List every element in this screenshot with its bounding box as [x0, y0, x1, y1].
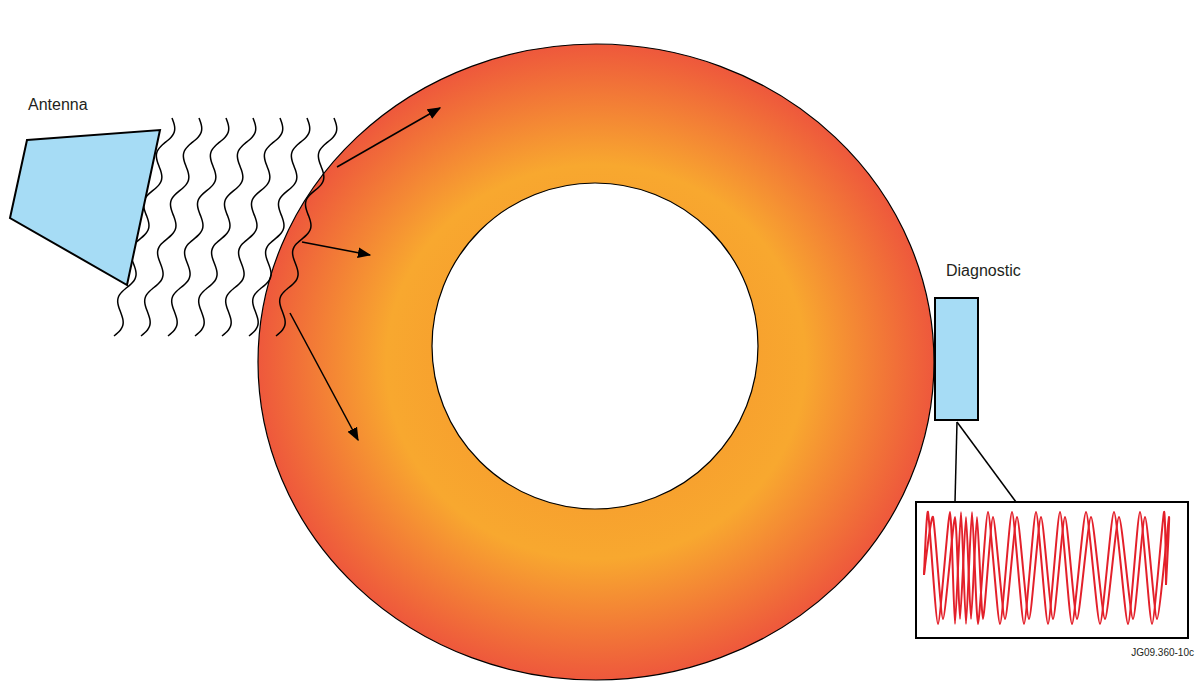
wave-line — [276, 118, 337, 336]
figure-code: JG09.360-10c — [1131, 647, 1194, 658]
beam-arrows — [290, 108, 440, 440]
diagnostic-box-shape — [935, 298, 978, 420]
signal-trace — [924, 512, 1169, 624]
antenna-horn-outline — [10, 130, 162, 287]
antenna-horn-shape — [10, 130, 160, 285]
node-label: Diagnostic — [946, 262, 1021, 280]
signal-inset — [916, 502, 1188, 638]
diagnostic-box-outline — [935, 298, 978, 420]
signal-line — [924, 517, 1169, 619]
inset-leader — [955, 422, 1016, 502]
node-label: Antenna — [28, 96, 88, 114]
antenna-horn: Antenna — [10, 130, 162, 287]
diagnostic-box: Diagnostic — [935, 298, 978, 420]
plasma-torus — [258, 44, 934, 680]
